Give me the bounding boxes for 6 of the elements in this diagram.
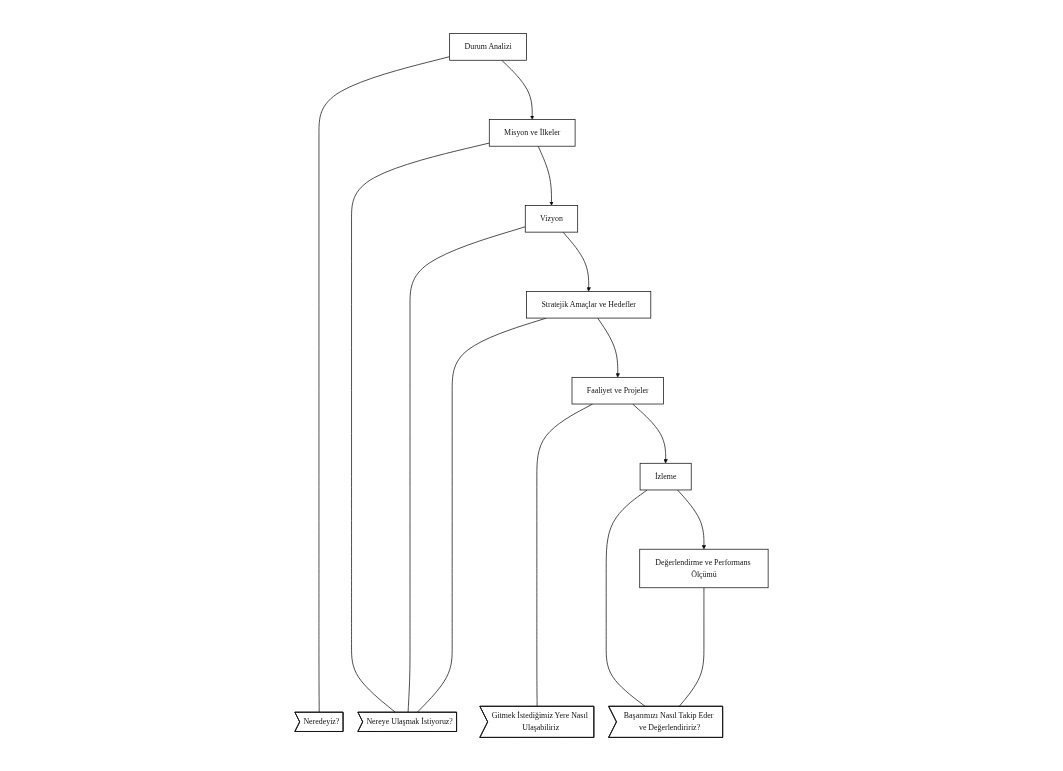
connector [678, 587, 705, 707]
connector [351, 142, 490, 713]
connector [536, 403, 593, 707]
connector [605, 489, 648, 707]
connector [318, 56, 450, 713]
connector [407, 226, 526, 713]
